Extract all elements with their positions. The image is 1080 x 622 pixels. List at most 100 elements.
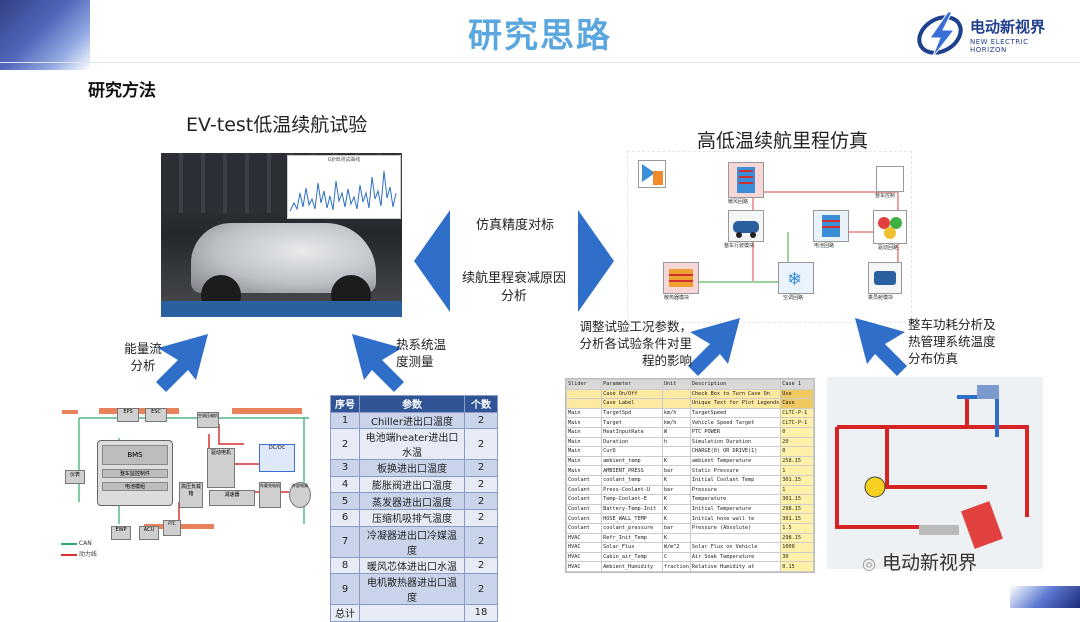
sheet-cell: Temp-Coolant-E (601, 494, 663, 505)
cell: 2 (464, 459, 498, 477)
sheet-cell: Cabin_air_Temp (601, 551, 663, 563)
cell: 2 (464, 525, 498, 558)
ptc-node: PTC (163, 520, 181, 536)
cell: 暖风芯体进出口水温 (359, 556, 465, 575)
cell: 板换进出口温度 (359, 459, 465, 477)
sheet-cell: Main (566, 465, 603, 476)
external-power-node: 外部电源 (289, 482, 311, 508)
legend-power: 动力线 (61, 549, 97, 558)
sheet-cell: Relative Humidity at (689, 561, 782, 572)
sheet-cell: 1 (780, 484, 814, 496)
bms-group: BMS 整车监控制件 电池模组 (97, 440, 173, 506)
sheet-cell: Simulation Duration (689, 436, 782, 448)
sheet-cell: ambient_temp (601, 455, 663, 467)
vehicle-power-arrow (855, 318, 907, 376)
cell: 总计 (330, 604, 360, 622)
accuracy-benchmark-label: 仿真精度对标 (475, 218, 554, 233)
energy-flow-label: 能量流分析 (124, 341, 162, 373)
sim-block-battery (813, 210, 849, 242)
legend-power-label: 动力线 (78, 551, 97, 558)
sheet-header-cell: Description (689, 379, 782, 390)
sheet-cell: PTC POWER (689, 426, 782, 438)
sheet-cell: K (661, 503, 691, 515)
sim-block-cabin (868, 262, 902, 294)
cell: 2 (464, 475, 498, 494)
sheet-cell (566, 388, 603, 400)
block-label: 整车控制 (875, 193, 896, 199)
sheet-cell: Pressure (Absolute) (689, 522, 782, 534)
sheet-cell: Pressure (689, 484, 782, 496)
cell: 冷凝器进出口冷媒温度 (359, 525, 465, 558)
block-label: 整车行驶模块 (724, 243, 755, 249)
sheet-cell: bar (661, 522, 691, 534)
sheet-cell: 258.15 (780, 455, 814, 467)
brand-logo: 电动新视界 NEW ELECTRIC HORIZON (914, 10, 1064, 60)
range-decay-analysis-label: 续航里程衰减原因分析 (461, 271, 566, 304)
sheet-cell: RPM (661, 570, 691, 572)
sheet-cell: bar (661, 465, 691, 476)
meter-node: 仪表 (65, 470, 85, 484)
cell: 蒸发器进出口温度 (359, 492, 465, 510)
test-chamber-photo: GJHB测试曲线 (161, 153, 402, 317)
sheet-cell: W/m^2 (661, 542, 691, 553)
module-node: 整车监控制件 (102, 469, 168, 478)
block-label: 暖风回路 (728, 199, 749, 205)
drive-loop-icon (878, 217, 902, 239)
battery-module-node: 电池模组 (102, 482, 168, 491)
corner-decoration-bottom (1010, 586, 1080, 608)
header-index: 序号 (330, 395, 360, 413)
block-label: 驱动回路 (878, 245, 899, 251)
sheet-cell: AMBIENT_PRESS (601, 465, 663, 476)
case-parameter-sheet: Slider Parameter Unit Description Case 1… (565, 378, 815, 573)
legend-can-label: CAN (78, 540, 92, 547)
vehicle-power-label: 整车功耗分析及热管理系统温度分布仿真 (908, 317, 996, 366)
sheet-cell: Case Label (601, 398, 663, 409)
lightning-logo-icon (917, 11, 963, 59)
sheet-cell: 0.15 (780, 561, 814, 572)
sheet-cell: h (661, 436, 691, 448)
sheet-cell: Main (566, 407, 603, 419)
cell: 2 (464, 428, 498, 461)
cell: 9 (330, 573, 360, 606)
block-label: 空调回路 (783, 295, 804, 301)
sheet-cell: Main (566, 455, 603, 467)
sheet-cell: Main (566, 417, 603, 428)
sheet-cell: Coolant (566, 474, 603, 486)
sheet-cell: ambient Temperature (689, 455, 782, 467)
sheet-header-cell: Slider (566, 379, 603, 390)
sheet-cell (661, 446, 691, 457)
sheet-cell: W (661, 426, 691, 438)
energy-flow-diagram: BMS 整车监控制件 电池模组 EPS ESC 驱动电机 减速器 高压负载箱 空… (59, 394, 322, 559)
sheet-cell: 0 (780, 570, 814, 572)
logo-text-cn: 电动新视界 (970, 18, 1046, 36)
sheet-header-cell: Parameter (601, 379, 663, 390)
cell: 2 (464, 411, 498, 430)
sheet-cell: Coolant (566, 494, 603, 505)
sheet-cell: CLTC-P-1 (780, 417, 814, 428)
schematic-piping (835, 385, 1029, 549)
acu-node: ACU (139, 526, 159, 540)
sheet-cell: Vehicle Speed Target (689, 417, 782, 428)
sheet-cell: 1 (780, 465, 814, 476)
sheet-cell: 1000 (780, 542, 814, 553)
sheet-cell: Use (780, 388, 814, 400)
speed-curve (289, 170, 397, 212)
sheet-cell: 301.15 (780, 513, 814, 524)
cell: 7 (330, 525, 360, 558)
reducer-node: 减速器 (209, 490, 255, 506)
sheet-cell: 298.15 (780, 532, 814, 544)
sheet-cell: Temperature (689, 494, 782, 505)
cell: 电池端heater进出口水温 (359, 428, 465, 461)
thermal-measure-label: 热系统温度测量 (396, 337, 447, 369)
sheet-cell (566, 398, 603, 409)
sheet-cell: Solar_Flux (601, 542, 663, 553)
